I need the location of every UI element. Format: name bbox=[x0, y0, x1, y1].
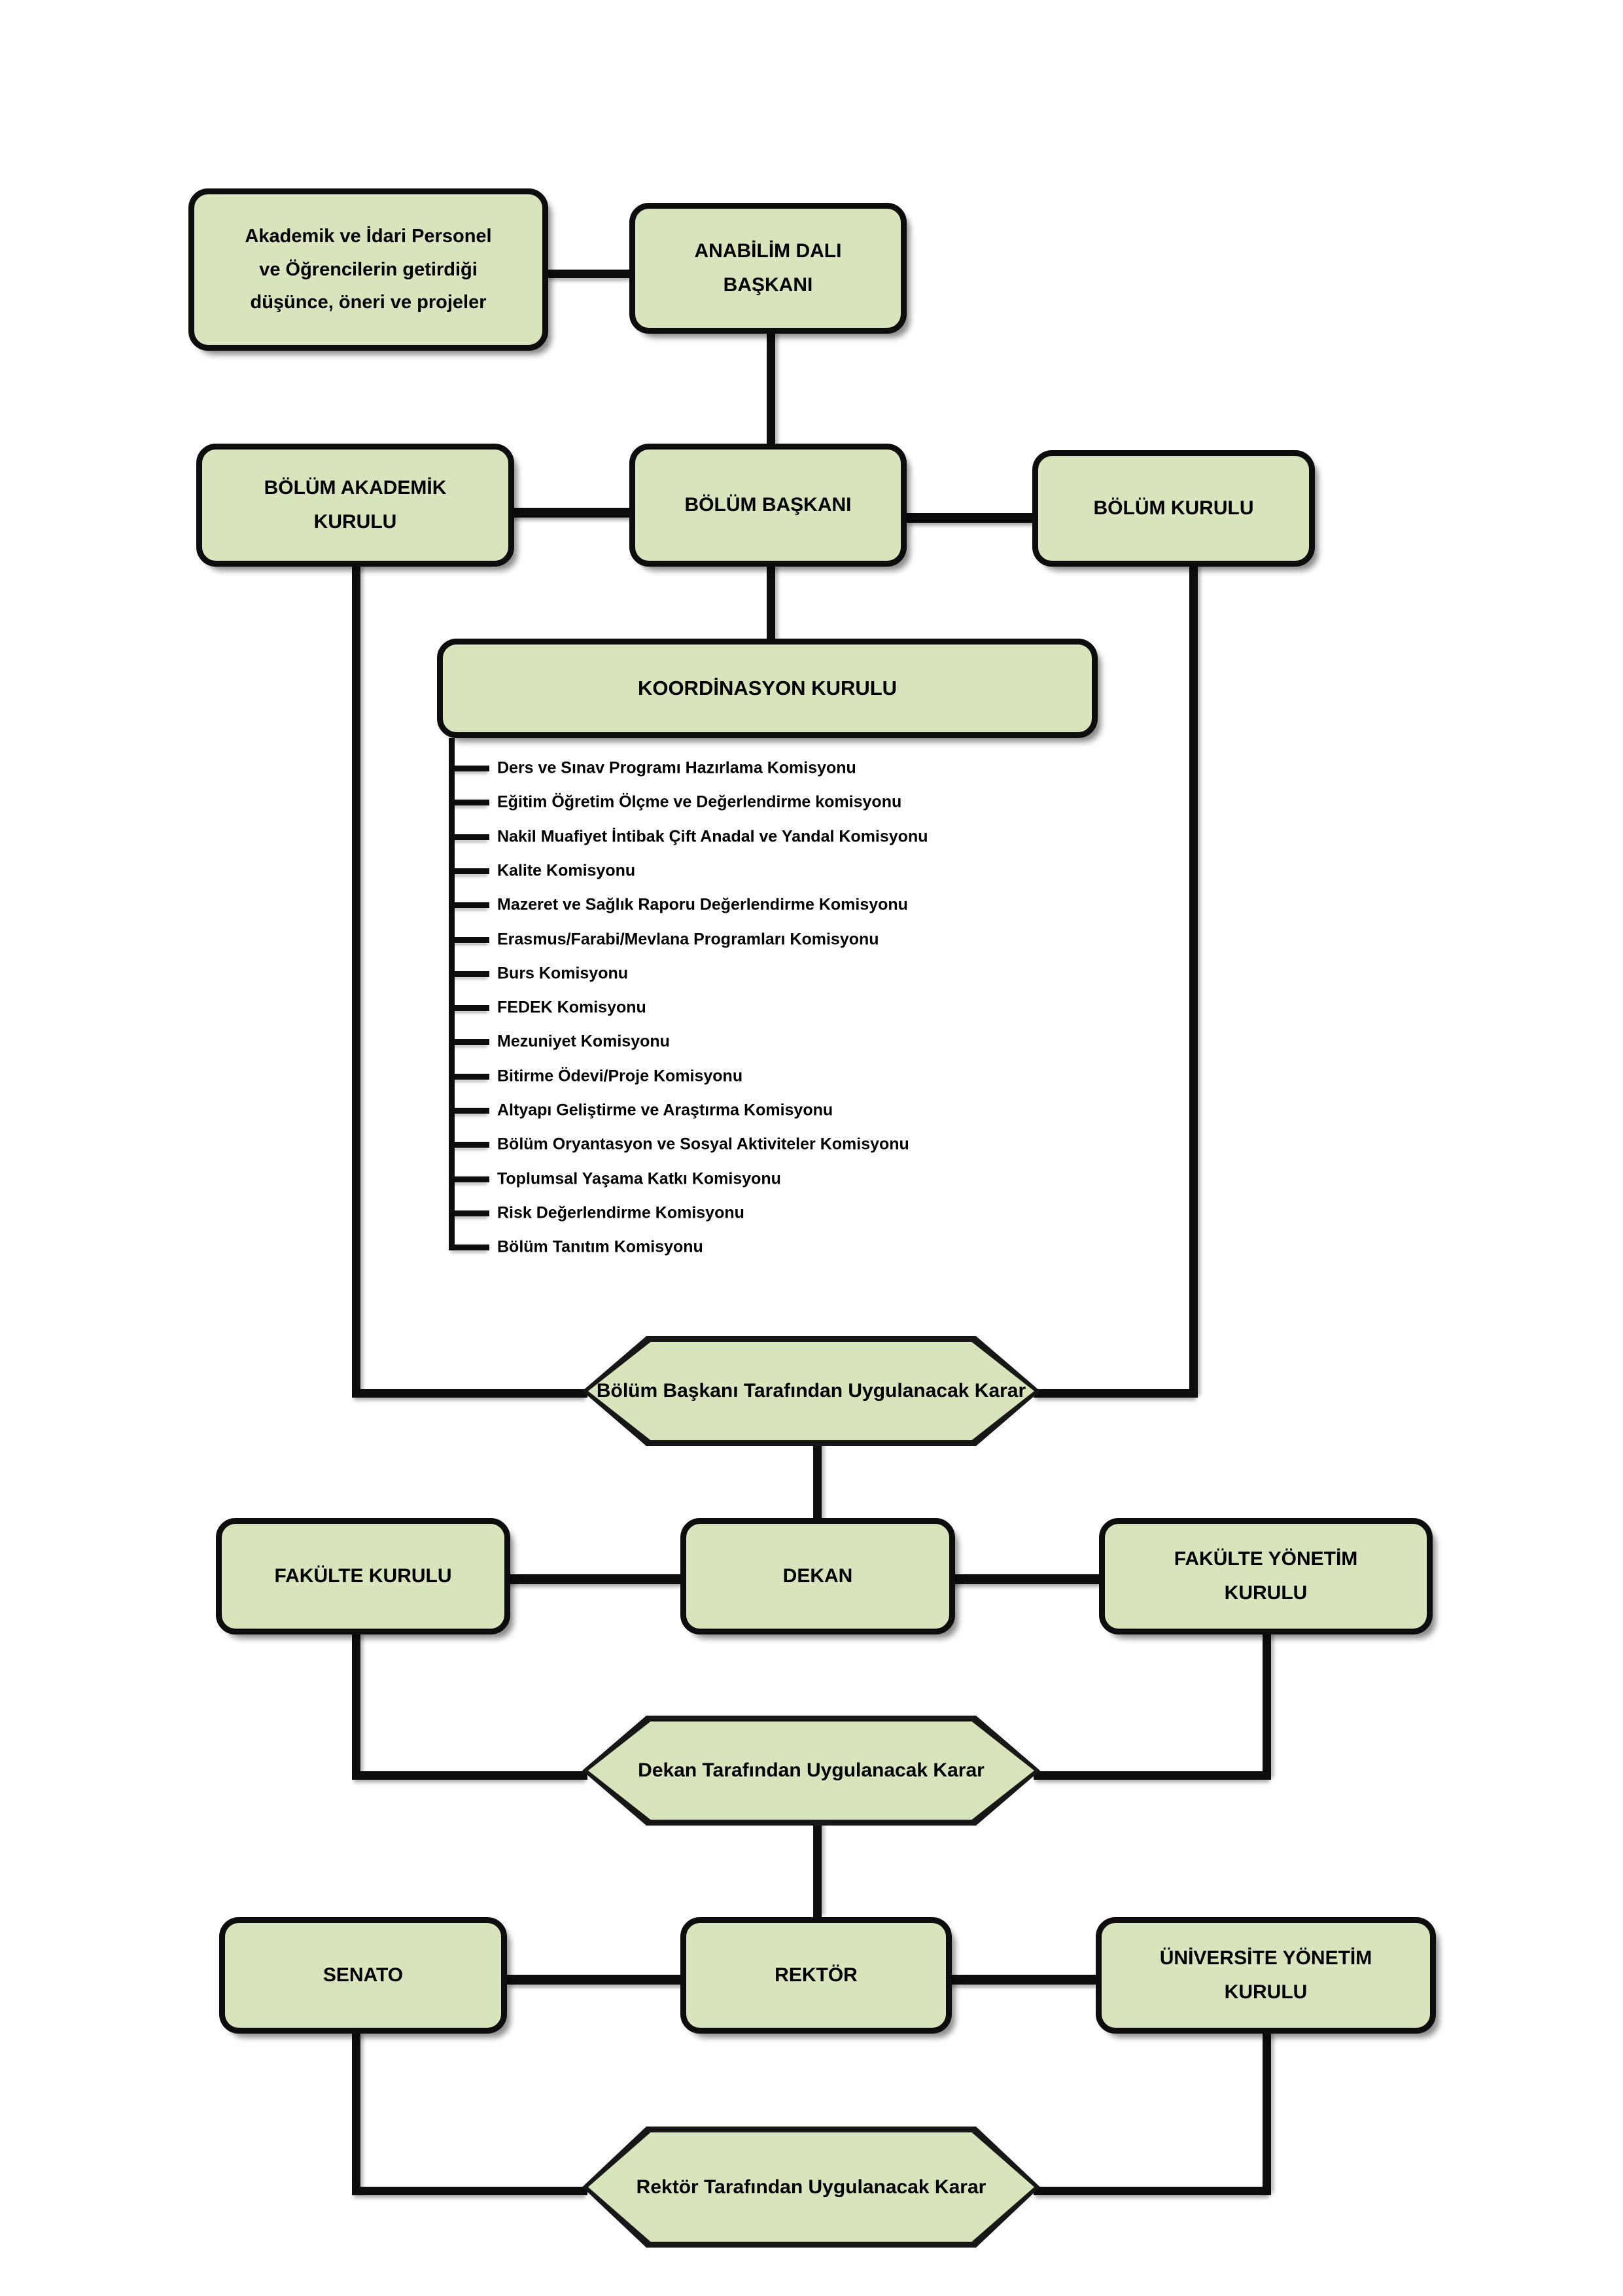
commission-tick bbox=[449, 1245, 489, 1251]
connector-to-hexagon3-left bbox=[352, 2187, 587, 2195]
fakulte-yonetim-line-2: KURULU bbox=[1224, 1582, 1308, 1604]
koordinasyon-label: KOORDİNASYON KURULU bbox=[637, 676, 898, 699]
universite-yonetim-line-2: KURULU bbox=[1224, 1981, 1308, 2003]
connector-fakulte-kurulu-down bbox=[352, 1633, 360, 1780]
hexagon-fill bbox=[588, 1722, 1034, 1820]
decision-rektor-karar[interactable]: Rektör Tarafından Uygulanacak Karar bbox=[582, 2127, 1040, 2248]
commission-tick bbox=[449, 868, 489, 874]
commission-item[interactable]: Toplumsal Yaşama Katkı Komisyonu bbox=[497, 1169, 781, 1188]
hex3-line-1: Rektör Tarafından bbox=[636, 2176, 803, 2198]
commission-item[interactable]: Mezuniyet Komisyonu bbox=[497, 1032, 670, 1051]
dekan-label: DEKAN bbox=[782, 1564, 853, 1587]
fakulte-yonetim-line-1: FAKÜLTE YÖNETİM bbox=[1174, 1547, 1358, 1570]
connector-hexagon1-to-dekan bbox=[813, 1439, 822, 1525]
connector-left-to-hexagon bbox=[352, 1389, 587, 1398]
hexagon-fill bbox=[588, 1342, 1034, 1440]
commission-tick bbox=[449, 1210, 489, 1216]
node-fakulte-kurulu[interactable]: FAKÜLTE KURULU bbox=[216, 1518, 510, 1634]
node-bolum-akademik-kurulu[interactable]: BÖLÜM AKADEMİK KURULU bbox=[196, 444, 514, 567]
input-line-1: Akademik ve İdari Personel bbox=[245, 225, 492, 247]
commission-tick bbox=[449, 800, 489, 806]
connector-baskani-to-kurulu bbox=[906, 513, 1037, 523]
rektor-label: REKTÖR bbox=[775, 1964, 858, 1986]
connector-fakulte-yonetim-down bbox=[1263, 1633, 1271, 1780]
hex1-line-1: Bölüm Başkanı Tarafından bbox=[596, 1380, 843, 1402]
commission-item[interactable]: Mazeret ve Sağlık Raporu Değerlendirme K… bbox=[497, 895, 908, 914]
commission-item[interactable]: Altyapı Geliştirme ve Araştırma Komisyon… bbox=[497, 1101, 833, 1120]
commission-tick bbox=[449, 1176, 489, 1182]
commission-item[interactable]: Eğitim Öğretim Ölçme ve Değerlendirme ko… bbox=[497, 792, 902, 811]
commission-item[interactable]: Risk Değerlendirme Komisyonu bbox=[497, 1203, 744, 1222]
commission-tick bbox=[449, 1005, 489, 1012]
commission-tick bbox=[449, 1108, 489, 1114]
connector-left-vertical bbox=[352, 564, 360, 1398]
connector-right-to-hexagon bbox=[1034, 1389, 1198, 1398]
connector-baskani-to-koordinasyon bbox=[767, 564, 775, 643]
connector-input-to-anabilim bbox=[547, 270, 632, 278]
commission-bracket: Ders ve Sınav Programı Hazırlama Komisyo… bbox=[449, 738, 1168, 1307]
fakulte-kurulu-label: FAKÜLTE KURULU bbox=[274, 1564, 452, 1587]
commission-tick bbox=[449, 1039, 489, 1046]
connector-fakulte-kurulu-to-dekan bbox=[507, 1574, 684, 1584]
node-dekan[interactable]: DEKAN bbox=[680, 1518, 955, 1634]
node-koordinasyon-kurulu[interactable]: KOORDİNASYON KURULU bbox=[437, 639, 1098, 738]
commission-tick bbox=[449, 1142, 489, 1148]
commission-item[interactable]: Erasmus/Farabi/Mevlana Programları Komis… bbox=[497, 930, 879, 948]
decision-dekan-karar[interactable]: Dekan Tarafından Uygulanacak Karar bbox=[582, 1716, 1040, 1826]
node-fakulte-yonetim-kurulu[interactable]: FAKÜLTE YÖNETİM KURULU bbox=[1099, 1518, 1433, 1634]
commission-item[interactable]: Bitirme Ödevi/Proje Komisyonu bbox=[497, 1067, 743, 1086]
bolum-baskani-label: BÖLÜM BAŞKANI bbox=[684, 493, 852, 516]
commission-item[interactable]: Kalite Komisyonu bbox=[497, 861, 636, 880]
input-line-3: düşünce, öneri ve projeler bbox=[250, 292, 487, 313]
connector-senato-to-rektor bbox=[507, 1975, 687, 1985]
commission-tick bbox=[449, 766, 489, 771]
connector-anabilim-to-bolum-baskani bbox=[767, 332, 775, 451]
hex1-line-2: Uygulanacak Karar bbox=[848, 1380, 1026, 1402]
bolum-kurulu-label: BÖLÜM KURULU bbox=[1093, 497, 1254, 519]
connector-to-hexagon2-right bbox=[1034, 1771, 1271, 1780]
decision-bolum-baskani-karar[interactable]: Bölüm Başkanı Tarafından Uygulanacak Kar… bbox=[582, 1336, 1040, 1446]
node-universite-yonetim-kurulu[interactable]: ÜNİVERSİTE YÖNETİM KURULU bbox=[1096, 1917, 1436, 2034]
node-rektor[interactable]: REKTÖR bbox=[680, 1917, 952, 2034]
universite-yonetim-line-1: ÜNİVERSİTE YÖNETİM bbox=[1159, 1947, 1372, 1969]
bolum-akademik-line-1: BÖLÜM AKADEMİK bbox=[264, 476, 447, 499]
anabilim-line-1: ANABİLİM DALI bbox=[694, 239, 842, 262]
connector-universite-yonetim-down bbox=[1263, 2032, 1271, 2195]
connector-akademik-to-baskani bbox=[510, 508, 635, 518]
connector-to-hexagon2-left bbox=[352, 1771, 587, 1780]
connector-right-vertical bbox=[1189, 564, 1198, 1398]
bolum-akademik-line-2: KURULU bbox=[313, 511, 397, 533]
commission-tick bbox=[449, 834, 489, 840]
commission-item[interactable]: Ders ve Sınav Programı Hazırlama Komisyo… bbox=[497, 758, 856, 777]
hex2-line-1: Dekan Tarafından bbox=[638, 1759, 801, 1782]
connector-rektor-to-universite-yonetim bbox=[949, 1975, 1099, 1985]
connector-dekan-to-fakulte-yonetim bbox=[952, 1574, 1102, 1584]
commission-tick bbox=[449, 936, 489, 943]
node-bolum-kurulu[interactable]: BÖLÜM KURULU bbox=[1032, 450, 1315, 567]
commission-tick bbox=[449, 902, 489, 909]
node-input-ideas[interactable]: Akademik ve İdari Personel ve Öğrenciler… bbox=[188, 188, 548, 351]
commission-spine bbox=[449, 738, 455, 1251]
commission-tick bbox=[449, 970, 489, 977]
commission-item[interactable]: Bölüm Oryantasyon ve Sosyal Aktiviteler … bbox=[497, 1135, 909, 1154]
commission-item[interactable]: FEDEK Komisyonu bbox=[497, 998, 646, 1017]
hex3-line-2: Uygulanacak Karar bbox=[808, 2176, 986, 2198]
commission-item[interactable]: Nakil Muafiyet İntibak Çift Anadal ve Ya… bbox=[497, 827, 928, 846]
hex2-line-2: Uygulanacak Karar bbox=[807, 1759, 985, 1782]
node-anabilim-dali-baskani[interactable]: ANABİLİM DALI BAŞKANI bbox=[629, 203, 907, 334]
connector-hexagon2-to-rektor bbox=[813, 1819, 822, 1917]
commission-item[interactable]: Bölüm Tanıtım Komisyonu bbox=[497, 1237, 703, 1256]
anabilim-line-2: BAŞKANI bbox=[723, 274, 813, 296]
senato-label: SENATO bbox=[323, 1964, 404, 1986]
connector-senato-down bbox=[352, 2032, 360, 2195]
node-bolum-baskani[interactable]: BÖLÜM BAŞKANI bbox=[629, 444, 907, 567]
input-line-2: ve Öğrencilerin getirdiği bbox=[259, 258, 478, 280]
commission-tick bbox=[449, 1073, 489, 1080]
node-senato[interactable]: SENATO bbox=[219, 1917, 507, 2034]
hexagon-fill bbox=[588, 2132, 1034, 2242]
commission-item[interactable]: Burs Komisyonu bbox=[497, 964, 629, 983]
connector-to-hexagon3-right bbox=[1034, 2187, 1271, 2195]
